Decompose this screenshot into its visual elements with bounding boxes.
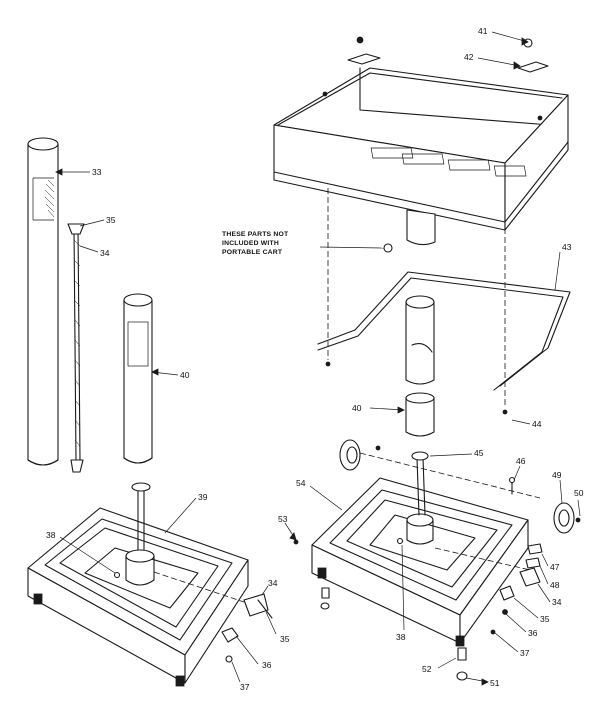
callout-42: 42 (464, 52, 474, 62)
hardware-right (293, 476, 543, 681)
note-line-3: PORTABLE CART (222, 249, 283, 256)
callout-53: 53 (278, 514, 288, 524)
callout-43: 43 (562, 242, 572, 252)
callout-34-left: 34 (268, 578, 278, 588)
callout-51: 51 (490, 678, 500, 688)
callout-41: 41 (478, 26, 488, 36)
callout-47: 47 (550, 562, 560, 572)
callout-40-right: 40 (352, 403, 362, 413)
guide-lines (325, 188, 508, 415)
tube-40 (123, 293, 153, 464)
callout-33: 33 (92, 167, 102, 177)
base-54 (311, 451, 541, 647)
tube-40-cut (405, 295, 435, 437)
callout-34-right: 34 (552, 597, 562, 607)
callout-37-right: 37 (520, 648, 530, 658)
callout-38-right: 38 (396, 632, 406, 642)
callout-44: 44 (532, 419, 542, 429)
note-line-1: THESE PARTS NOT (222, 231, 289, 238)
callout-35-top: 35 (106, 215, 116, 225)
wheels-49-50 (339, 439, 581, 534)
note-not-included: THESE PARTS NOT INCLUDED WITH PORTABLE C… (222, 231, 385, 256)
callout-34-top: 34 (100, 248, 110, 258)
callout-36-left: 36 (262, 660, 272, 670)
callout-numbers: 33 35 34 40 39 38 34 35 36 37 41 42 43 4… (46, 26, 584, 692)
tray (273, 67, 569, 253)
nut-36-37 (221, 627, 239, 663)
callout-54: 54 (296, 478, 306, 488)
callout-36-right: 36 (528, 628, 538, 638)
callout-35-right: 35 (540, 614, 550, 624)
base-39 (27, 482, 249, 687)
callout-37-left: 37 (240, 682, 250, 692)
callout-48: 48 (550, 580, 560, 590)
callout-46: 46 (516, 456, 526, 466)
callout-38-left: 38 (46, 530, 56, 540)
callout-40-left: 40 (180, 370, 190, 380)
bolt-34-35 (243, 593, 273, 619)
arrowheads (55, 37, 529, 686)
callout-50: 50 (574, 488, 584, 498)
clamps-41-42 (347, 36, 549, 73)
tube-33 (27, 137, 59, 466)
callout-39: 39 (198, 492, 208, 502)
callout-35-left: 35 (280, 634, 290, 644)
handle-43 (317, 271, 571, 391)
leader-lines (56, 31, 581, 683)
rod-34 (67, 223, 85, 473)
callout-49: 49 (552, 470, 562, 480)
note-line-2: INCLUDED WITH (222, 240, 279, 247)
callout-45: 45 (474, 448, 484, 458)
callout-52: 52 (422, 664, 432, 674)
